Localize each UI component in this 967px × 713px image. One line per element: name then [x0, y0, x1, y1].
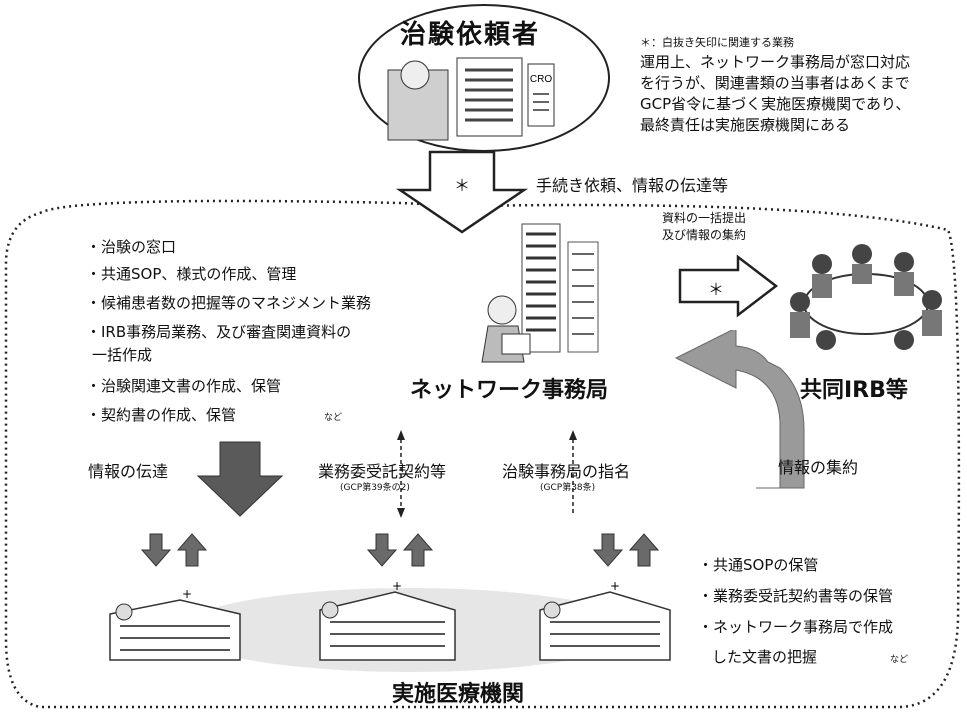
- task-item: 一括作成: [92, 346, 153, 364]
- institution-item: ・業務委受託契約書等の保管: [698, 587, 894, 605]
- note-line: 運用上、ネットワーク事務局が窓口対応: [640, 53, 911, 71]
- svg-text:+: +: [392, 579, 402, 593]
- note-line: を行うが、関連書類の当事者はあくまで: [640, 74, 910, 92]
- irb-meeting-illustration: [790, 244, 942, 350]
- institution-item: した文書の把握: [712, 648, 818, 666]
- info-transfer-arrow: [196, 441, 284, 517]
- irb-submit-star: ＊: [708, 280, 725, 299]
- svg-text:+: +: [182, 587, 192, 601]
- designate-label: 治験事務局の指名: [502, 462, 631, 481]
- task-item: ・候補患者数の把握等のマネジメント業務: [86, 294, 372, 312]
- note-line: 最終責任は実施医療機関にある: [640, 116, 851, 134]
- irb-submit-label-line: 資料の一括提出: [662, 211, 747, 225]
- hospitals-illustration: + + +: [109, 579, 671, 672]
- note-line: GCP省令に基づく実施医療機関であり、: [640, 95, 911, 113]
- dotted-boundary: [4, 199, 961, 709]
- request-arrow-star: ＊: [454, 176, 471, 195]
- irb-submit-arrow: [678, 254, 779, 318]
- task-item: ・共通SOP、様式の作成、管理: [86, 265, 297, 283]
- irb-title: 共同IRB等: [800, 378, 908, 403]
- institutions-title: 実施医療機関: [392, 682, 525, 707]
- designate-ref: (GCP第38条): [540, 483, 596, 493]
- staff-person-icon: [487, 295, 517, 325]
- hospital-icon: +: [109, 587, 241, 661]
- curved-arrow-shape: [674, 330, 805, 489]
- note-head: ＊：白抜き矢印に関連する業務: [640, 36, 794, 49]
- svg-text:+: +: [610, 579, 620, 593]
- request-arrow: [395, 150, 529, 234]
- sponsor-illustration: CRO: [387, 57, 555, 141]
- info-collect-label: 情報の集約: [778, 458, 859, 477]
- cro-doc-label: CRO: [530, 74, 552, 85]
- irb-submit-label-line: 及び情報の集約: [662, 228, 747, 242]
- task-item: ・IRB事務局業務、及び審査関連資料の: [86, 323, 352, 341]
- contract-ref: (GCP第39条の2): [340, 483, 410, 493]
- sponsor-title: 治験依頼者: [400, 20, 541, 50]
- down-arrow-icon: [592, 533, 624, 567]
- task-item: ・契約書の作成、保管: [86, 406, 237, 424]
- network-office-illustration: [481, 223, 599, 363]
- info-collect-arrow: [674, 330, 805, 489]
- down-arrow-icon: [140, 533, 172, 567]
- task-nado: など: [324, 413, 343, 423]
- task-item: ・治験の窓口: [86, 238, 177, 256]
- contract-label: 業務委受託契約等: [318, 462, 447, 481]
- institution-item: ・ネットワーク事務局で作成: [698, 618, 894, 636]
- institution-item: ・共通SOPの保管: [698, 556, 819, 574]
- up-arrow-icon: [402, 533, 434, 567]
- institution-nado: など: [890, 655, 909, 665]
- down-arrow-icon: [366, 533, 398, 567]
- info-transfer-label: 情報の伝達: [88, 462, 169, 481]
- irb-submit-label: 資料の一括提出 及び情報の集約: [662, 210, 746, 244]
- network-office-title: ネットワーク事務局: [410, 378, 609, 403]
- up-arrow-icon: [628, 533, 660, 567]
- hospital-icon: +: [319, 579, 456, 661]
- request-arrow-label: 手続き依頼、情報の伝達等: [536, 176, 729, 195]
- up-arrow-icon: [176, 533, 208, 567]
- hospital-icon: +: [539, 579, 671, 661]
- task-item: ・治験関連文書の作成、保管: [86, 377, 282, 395]
